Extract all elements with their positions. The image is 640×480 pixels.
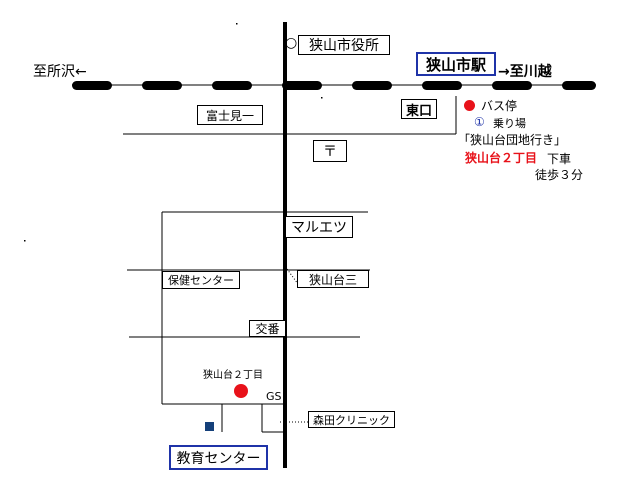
sayamadai2-label: 狭山台２丁目	[203, 370, 263, 381]
east-exit-label: 東口	[401, 99, 437, 119]
station-label: 狭山市駅	[416, 52, 496, 76]
bus-stop-label: バス停	[481, 99, 518, 113]
education-center-label: 教育センター	[169, 445, 268, 470]
fujimi-label: 富士見一	[197, 105, 263, 125]
city-hall-label: 狭山市役所	[298, 35, 390, 55]
west-direction-label: 至所沢←	[33, 64, 87, 80]
health-center-label: 保健センター	[162, 271, 240, 289]
gas-station-label: GS	[266, 390, 282, 403]
morita-clinic-label: 森田クリニック	[308, 411, 395, 428]
bus-stop-marker	[464, 100, 475, 111]
roads	[123, 96, 457, 433]
platform-label: 乗り場	[493, 117, 526, 130]
post-office-label: 〒	[313, 140, 347, 162]
walk-time-label: 徒歩３分	[535, 168, 584, 182]
specks	[24, 23, 323, 242]
education-center-marker	[205, 422, 214, 431]
get-off-suffix-label: 下車	[547, 152, 572, 166]
maruetsu-label: マルエツ	[285, 216, 353, 238]
east-direction-label: →至川越	[498, 64, 552, 80]
leader-lines	[280, 268, 308, 423]
get-off-stop-label: 狭山台２丁目	[465, 151, 538, 165]
police-box-label: 交番	[249, 320, 285, 337]
destination-marker	[234, 384, 248, 398]
sayamadai3-label: 狭山台三	[297, 270, 369, 288]
city-hall-symbol: ○	[285, 35, 298, 51]
railway-line	[72, 81, 596, 90]
route-label: 「狭山台団地行き」	[458, 133, 567, 147]
platform-number: ①	[474, 115, 485, 129]
